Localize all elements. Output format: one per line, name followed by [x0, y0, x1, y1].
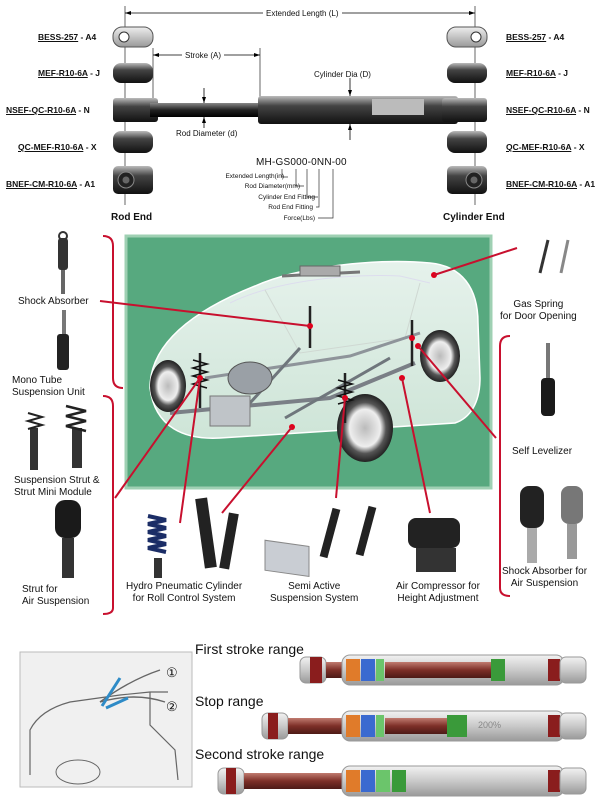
tailgate-sketch: [19, 651, 193, 788]
product-hydro-pneumatic-image: [147, 497, 239, 578]
product-strut-air-image: [55, 500, 81, 578]
gas-spring-dimension-drawing: [112, 6, 488, 219]
second-stroke-range-label: Second stroke range: [195, 746, 325, 762]
rod-end-label: Rod End: [111, 212, 153, 223]
gas-spring-second-stroke: [217, 765, 587, 797]
legend-rod-end-fitting: Rod End Fitting: [268, 204, 313, 212]
product-self-levelizer-image: [541, 343, 555, 416]
first-stroke-range-label: First stroke range: [195, 641, 304, 657]
label-mono-tube: Mono Tube Suspension Unit: [12, 375, 85, 398]
extended-length-label: Extended Length (L): [263, 9, 342, 18]
cylinder-end-label: Cylinder End: [443, 212, 505, 223]
cylinder-fitting-code-2: MEF-R10-6A - J: [506, 68, 569, 78]
cylinder-dia-label: Cylinder Dia (D): [314, 70, 371, 79]
legend-rod-diameter: Rod Diameter(mm): [244, 183, 300, 191]
label-shock-air: Shock Absorber for Air Suspension: [502, 566, 588, 589]
label-self-levelizer: Self Levelizer: [512, 446, 573, 457]
part-number-legend: Extended Length(in) Rod Diameter(mm) Cyl…: [190, 172, 315, 224]
gas-spring-body: [150, 96, 458, 124]
legend-force: Force(Lbs): [283, 214, 315, 222]
rod-fitting-code-1: BESS-257 - A4: [38, 32, 97, 42]
cylinder-fitting-code-3: NSEF-QC-R10-6A - N: [506, 105, 590, 115]
label-air-compressor: Air Compressor for Height Adjustment: [396, 581, 480, 604]
category-brackets: [102, 235, 511, 615]
product-air-compressor-image: [408, 518, 460, 572]
cylinder-fitting-code-1: BESS-257 - A4: [506, 32, 565, 42]
marker-2: ②: [166, 699, 178, 714]
rod-fitting-code-4: QC-MEF-R10-6A - X: [18, 142, 97, 152]
legend-extended-length: Extended Length(in): [225, 173, 284, 180]
legend-cylinder-end-fitting: Cylinder End Fitting: [258, 193, 315, 201]
leader-lines: [99, 247, 518, 524]
gas-spring-first-stroke: [299, 654, 587, 686]
rod-fitting-code-5: BNEF-CM-R10-6A - A1: [6, 179, 96, 189]
automotive-applications-diagram: [24, 231, 583, 615]
marker-1: ①: [166, 665, 178, 680]
stroke-label: Stroke (A): [182, 51, 225, 60]
product-shock-air-image: [520, 486, 583, 563]
part-number-leader-lines: [281, 169, 334, 219]
product-mono-tube-image: [57, 310, 69, 370]
label-strut-air: Strut for Air Suspension: [22, 584, 90, 607]
cylinder-fitting-code-5: BNEF-CM-R10-6A - A1: [506, 179, 596, 189]
stroke-range-diagram: [19, 651, 587, 797]
product-suspension-strut-image: [24, 404, 87, 470]
label-suspension-strut: Suspension Strut & Strut Mini Module: [14, 475, 100, 498]
label-gas-spring: Gas Spring for Door Opening: [500, 299, 577, 322]
part-number-code: MH-GS000-0NN-00: [256, 157, 347, 168]
product-gas-spring-image: [538, 239, 570, 274]
rod-diameter-label: Rod Diameter (d): [176, 129, 238, 138]
rod-end-fittings: [112, 26, 158, 194]
cylinder-fitting-code-4: QC-MEF-R10-6A - X: [506, 142, 585, 152]
label-semi-active: Semi Active Suspension System: [270, 581, 359, 604]
label-hydro-pneumatic: Hydro Pneumatic Cylinder for Roll Contro…: [126, 581, 243, 604]
label-shock-absorber: Shock Absorber: [18, 296, 89, 307]
gas-spring-stop-range: [261, 710, 587, 742]
product-shock-absorber-image: [58, 231, 68, 294]
car-illustration: [149, 260, 481, 462]
stop-range-readout: 200%: [478, 720, 502, 730]
product-semi-active-image: [264, 505, 377, 577]
stop-range-label: Stop range: [195, 693, 264, 709]
rod-fitting-code-2: MEF-R10-6A - J: [38, 68, 101, 78]
cylinder-end-fittings: [442, 26, 488, 194]
rod-fitting-code-3: NSEF-QC-R10-6A - N: [6, 105, 90, 115]
